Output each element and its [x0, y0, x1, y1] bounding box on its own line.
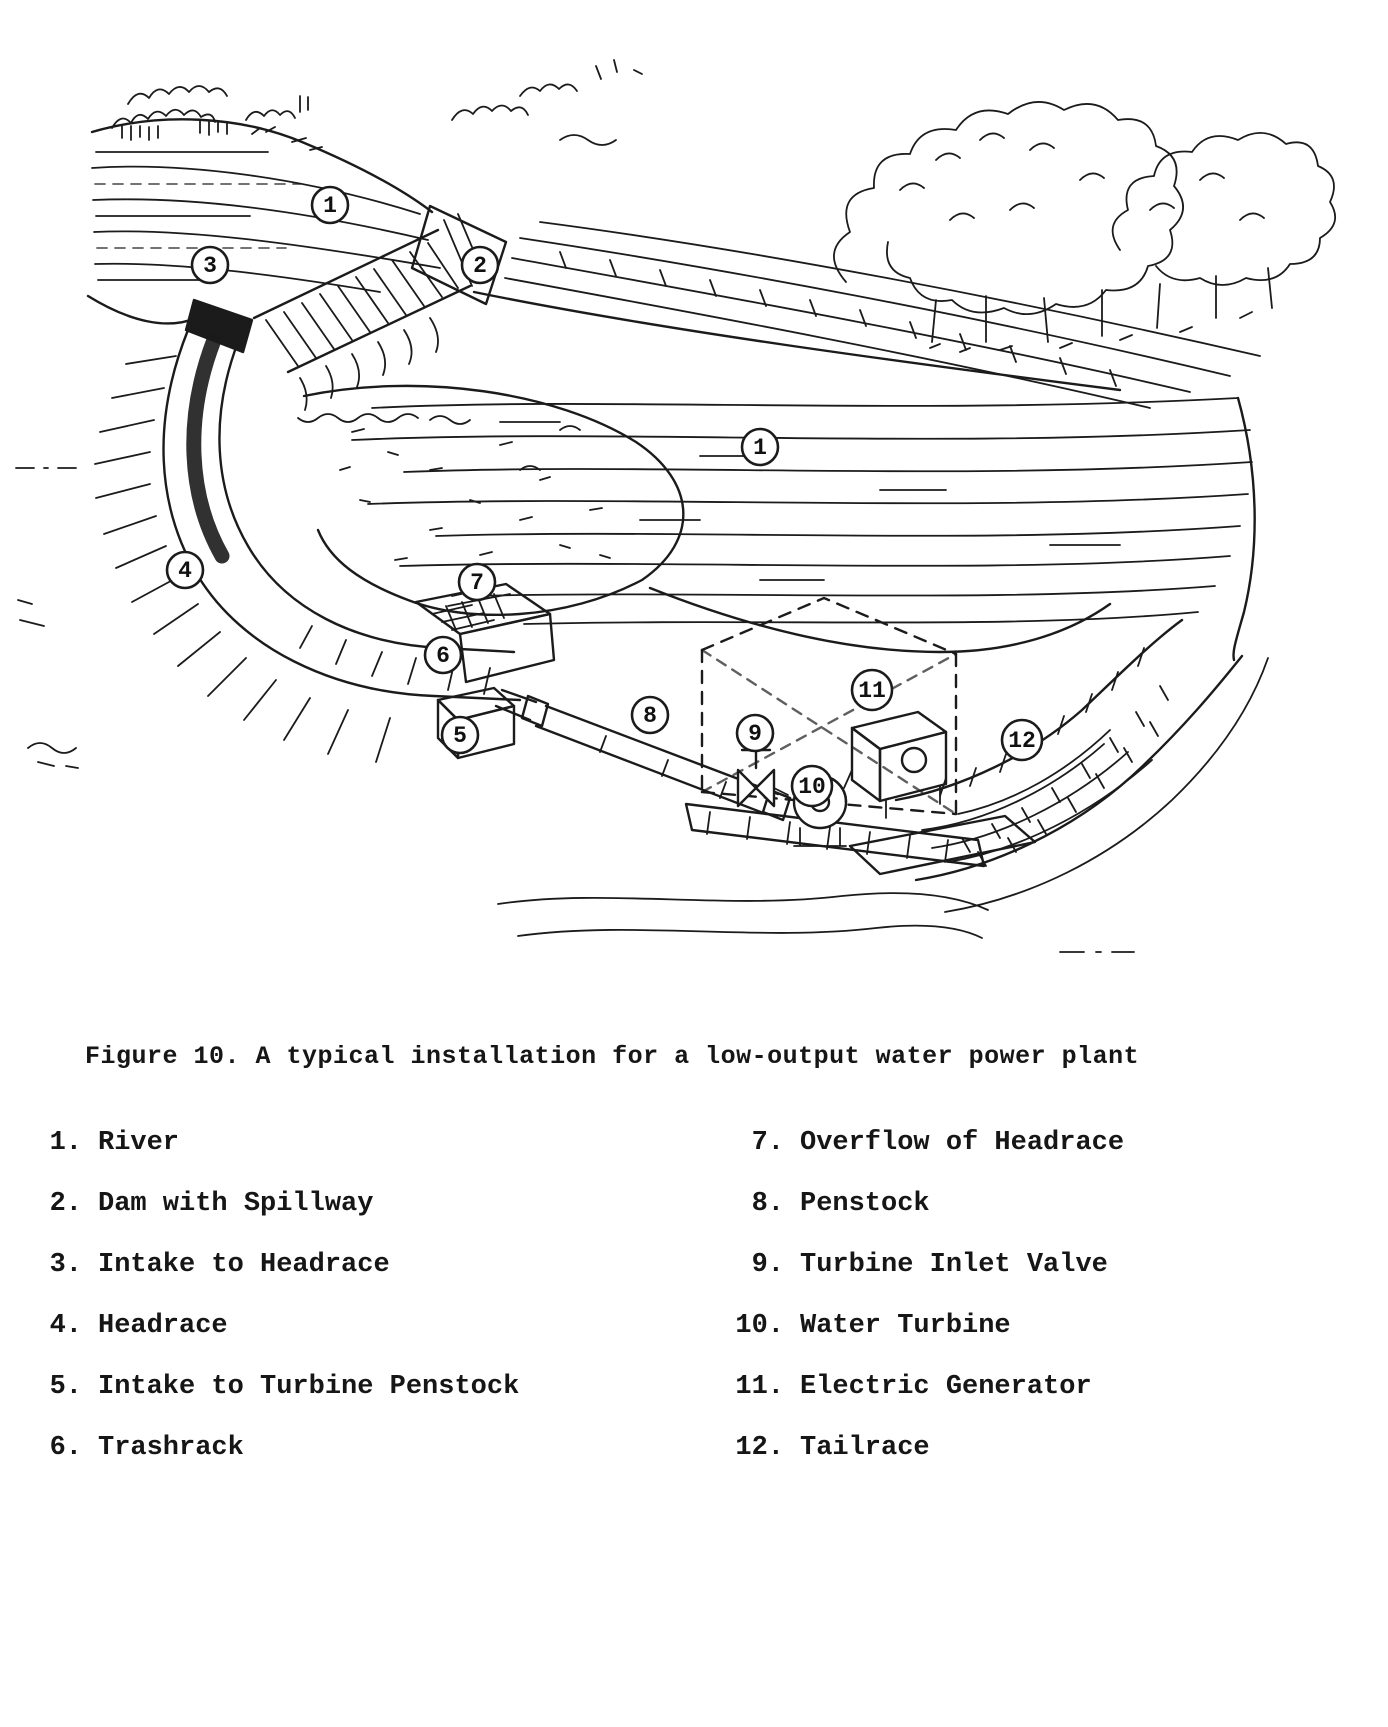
- svg-text:9: 9: [748, 721, 762, 747]
- callout-river: 1: [740, 427, 780, 467]
- legend-item-overflow-of-headrace: 7. Overflow of Headrace: [726, 1130, 1124, 1157]
- trees-upper-left-sketch: [111, 85, 323, 151]
- callout-electric-generator: 11: [850, 668, 894, 712]
- legend-item-water-turbine: 10. Water Turbine: [726, 1313, 1124, 1340]
- legend-item-intake-to-turbine-penstock: 5. Intake to Turbine Penstock: [38, 1372, 520, 1402]
- legend-item-label: Tailrace: [800, 1433, 930, 1463]
- svg-text:8: 8: [643, 703, 657, 729]
- callout-intake-to-headrace: 3: [190, 245, 230, 285]
- callout-overflow-of-headrace: 7: [457, 562, 497, 602]
- legend-item-label: Dam with Spillway: [98, 1189, 374, 1219]
- callout-trashrack: 6: [423, 635, 463, 675]
- callout-turbine-inlet-valve: 9: [735, 713, 775, 753]
- legend-item-dam-with-spillway: 2. Dam with Spillway: [38, 1191, 519, 1218]
- svg-text:4: 4: [178, 558, 192, 584]
- legend-item-label: Intake to Turbine Penstock: [98, 1372, 520, 1402]
- legend-item-headrace: 4. Headrace: [38, 1313, 519, 1340]
- legend-item-tailrace: 12. Tailrace: [726, 1435, 1124, 1462]
- legend-item-label: Turbine Inlet Valve: [800, 1250, 1108, 1280]
- callout-dam-with-spillway: 2: [460, 245, 500, 285]
- valve-sketch: [736, 748, 789, 808]
- legend-column-left: 1. River 2. Dam with Spillway 3. Intake …: [38, 1130, 520, 1496]
- legend-item-label: Water Turbine: [800, 1311, 1011, 1341]
- dam-sketch: [184, 204, 508, 423]
- legend-item-number: 11.: [735, 1372, 784, 1402]
- legend-item-penstock: 8. Penstock: [726, 1191, 1124, 1218]
- legend-item-number: 12.: [735, 1433, 784, 1463]
- svg-text:2: 2: [473, 253, 487, 279]
- legend-item-number: 5.: [49, 1372, 82, 1402]
- tailrace-sketch: [894, 618, 1269, 913]
- svg-text:1: 1: [753, 435, 767, 461]
- callout-tailrace: 12: [1000, 718, 1044, 762]
- legend-item-label: Trashrack: [98, 1433, 244, 1463]
- callout-penstock: 8: [630, 695, 670, 735]
- left-ground-marks-sketch: [15, 467, 79, 769]
- legend-column-right: 7. Overflow of Headrace 8. Penstock 9. T…: [726, 1130, 1124, 1496]
- svg-text:1: 1: [323, 193, 337, 219]
- legend-item-number: 2.: [49, 1189, 82, 1219]
- legend-item-label: River: [98, 1128, 180, 1158]
- legend-item-number: 10.: [735, 1311, 784, 1341]
- callout-river-upstream: 1: [310, 185, 350, 225]
- legend-item-label: Headrace: [98, 1311, 228, 1341]
- svg-text:6: 6: [436, 643, 450, 669]
- svg-text:3: 3: [203, 253, 217, 279]
- legend-item-number: 8.: [751, 1189, 784, 1219]
- legend-item-trashrack: 6. Trashrack: [38, 1435, 519, 1462]
- legend-item-label: Intake to Headrace: [98, 1250, 390, 1280]
- generator-sketch: [843, 710, 948, 819]
- legend-item-number: 6.: [49, 1433, 82, 1463]
- legend-item-number: 1.: [49, 1128, 82, 1158]
- hillside-bank-sketch: [504, 221, 1261, 409]
- svg-text:11: 11: [858, 678, 886, 704]
- svg-text:10: 10: [798, 774, 826, 800]
- callout-water-turbine: 10: [790, 764, 834, 808]
- powerhouse-sketch: [700, 596, 958, 816]
- legend-item-electric-generator: 11. Electric Generator: [726, 1374, 1124, 1401]
- legend-item-label: Penstock: [800, 1189, 930, 1219]
- peninsula-shore-sketch: [648, 586, 1112, 654]
- svg-text:7: 7: [470, 570, 484, 596]
- callout-headrace: 4: [165, 550, 205, 590]
- legend-item-label: Electric Generator: [800, 1372, 1092, 1402]
- trees-upper-right-sketch: [833, 101, 1337, 353]
- legend-item-number: 3.: [49, 1250, 82, 1280]
- legend-item-label: Overflow of Headrace: [800, 1128, 1125, 1158]
- figure-caption: Figure 10. A typical installation for a …: [85, 1042, 1140, 1071]
- legend-item-number: 4.: [49, 1311, 82, 1341]
- legend-item-turbine-inlet-valve: 9. Turbine Inlet Valve: [726, 1252, 1124, 1279]
- upstream-river-sketch: [86, 118, 441, 325]
- legend-item-number: 7.: [751, 1128, 784, 1158]
- callout-intake-to-turbine-penstock: 5: [440, 715, 480, 755]
- figure-illustration: 1 2 3 4 1 7 6 5 8 9 10 1: [15, 59, 1337, 953]
- midground-bank-sketch: [302, 384, 685, 616]
- svg-text:12: 12: [1008, 728, 1036, 754]
- legend-item-number: 9.: [751, 1250, 784, 1280]
- bushes-top-middle-sketch: [299, 59, 643, 146]
- legend-item-river: 1. River: [38, 1130, 519, 1157]
- outlet-stream-sketch: [497, 892, 1135, 953]
- legend-item-intake-to-headrace: 3. Intake to Headrace: [38, 1252, 519, 1279]
- river-main-sketch: [351, 290, 1256, 662]
- svg-text:5: 5: [453, 723, 467, 749]
